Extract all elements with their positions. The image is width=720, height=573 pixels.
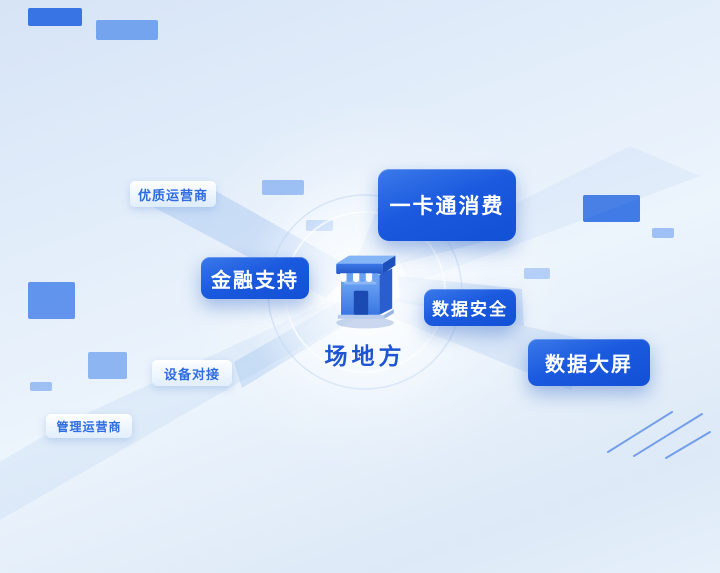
node-data-big-screen[interactable]: 数据大屏 — [528, 339, 650, 386]
node-data-security[interactable]: 数据安全 — [424, 289, 516, 326]
decor-rect — [96, 20, 158, 40]
decor-rect — [262, 180, 304, 195]
storefront-icon — [317, 238, 413, 334]
node-one-card-consumption[interactable]: 一卡通消费 — [378, 169, 516, 241]
decor-rect — [28, 8, 82, 26]
center-label: 场地方 — [324, 343, 406, 369]
node-management-operator[interactable]: 管理运营商 — [46, 414, 132, 438]
decor-rect — [28, 282, 75, 319]
decor-rect — [524, 268, 550, 279]
node-quality-operator[interactable]: 优质运营商 — [130, 181, 216, 207]
decor-rect — [88, 352, 127, 379]
node-device-docking[interactable]: 设备对接 — [152, 360, 232, 386]
decor-rect — [583, 195, 640, 222]
diagonal-streaks — [607, 411, 711, 459]
decor-rect — [30, 382, 52, 391]
node-financial-support[interactable]: 金融支持 — [201, 257, 309, 299]
decor-rect — [652, 228, 674, 238]
